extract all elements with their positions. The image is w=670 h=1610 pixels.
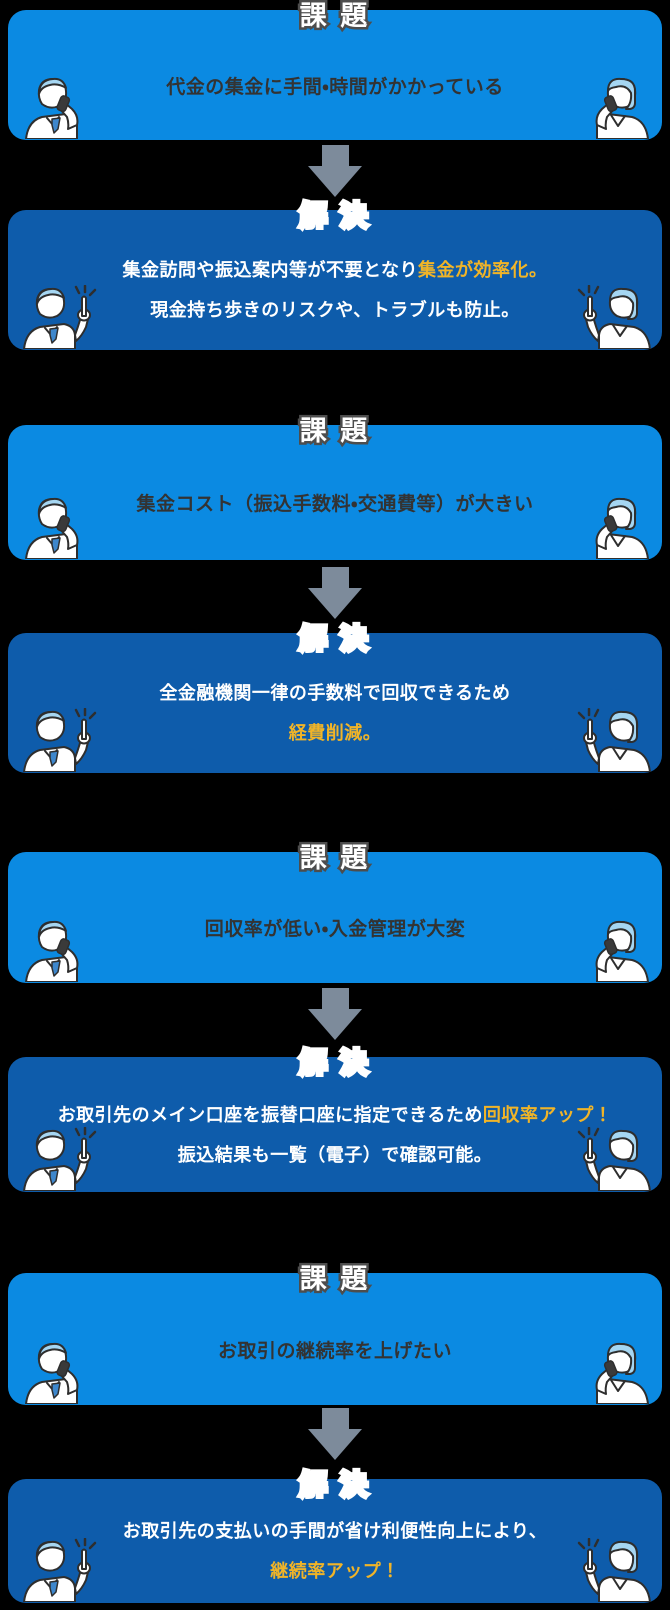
solution-line-2: 継続率アップ！ bbox=[270, 1561, 400, 1581]
down-arrow-icon bbox=[308, 145, 362, 197]
solution-title: 解 決 bbox=[297, 1045, 371, 1080]
issue-box-1: 課 題 代金の集金に手間・時間がかかっている bbox=[8, 0, 662, 140]
issue-box-3: 課 題 回収率が低い・入金管理が大変 bbox=[8, 840, 662, 983]
down-arrow-icon bbox=[308, 567, 362, 619]
issue-box-4: 課 題 お取引の継続率を上げたい bbox=[8, 1261, 662, 1405]
down-arrow-icon bbox=[308, 988, 362, 1040]
down-arrow-icon bbox=[308, 1408, 362, 1460]
solution-line-1: お取引先のメイン口座を振替口座に指定できるため回収率アップ！ bbox=[57, 1104, 613, 1125]
issue-title: 課 題 bbox=[297, 840, 371, 875]
solution-line-2: 振込結果も一覧（電子）で確認可能。 bbox=[177, 1144, 493, 1165]
solution-box-4: 解 決 お取引先の支払いの手間が省け利便性向上により、 継続率アップ！ bbox=[8, 1467, 662, 1603]
issue-text: お取引の継続率を上げたい bbox=[217, 1340, 452, 1362]
solution-line-2: 現金持ち歩きのリスクや、トラブルも防止。 bbox=[150, 300, 520, 320]
issue-title: 課 題 bbox=[297, 413, 371, 448]
solution-title: 解 決 bbox=[297, 198, 371, 233]
solution-line-1: お取引先の支払いの手間が省け利便性向上により、 bbox=[122, 1521, 548, 1541]
solution-title: 解 決 bbox=[297, 621, 371, 656]
issue-text: 集金コスト（振込手数料・交通費等）が大きい bbox=[136, 494, 534, 515]
issue-box-2: 課 題 集金コスト（振込手数料・交通費等）が大きい bbox=[8, 413, 662, 560]
solution-box-2: 解 決 全金融機関一律の手数料で回収できるため 経費削減。 bbox=[8, 621, 662, 773]
issue-text: 回収率が低い・入金管理が大変 bbox=[204, 919, 466, 940]
issue-text: 代金の集金に手間・時間がかかっている bbox=[166, 76, 504, 98]
issue-title: 課 題 bbox=[297, 0, 371, 34]
issue-title: 課 題 bbox=[297, 1261, 371, 1296]
solution-line-1: 集金訪問や振込案内等が不要となり集金が効率化。 bbox=[122, 260, 548, 280]
solution-box-3: 解 決 お取引先のメイン口座を振替口座に指定できるため回収率アップ！ 振込結果も… bbox=[8, 1045, 662, 1192]
solution-title: 解 決 bbox=[297, 1467, 371, 1502]
solution-box-1: 解 決 集金訪問や振込案内等が不要となり集金が効率化。 現金持ち歩きのリスクや、… bbox=[8, 198, 662, 350]
solution-line-2: 経費削減。 bbox=[288, 723, 382, 743]
solution-line-1: 全金融機関一律の手数料で回収できるため bbox=[159, 683, 511, 703]
